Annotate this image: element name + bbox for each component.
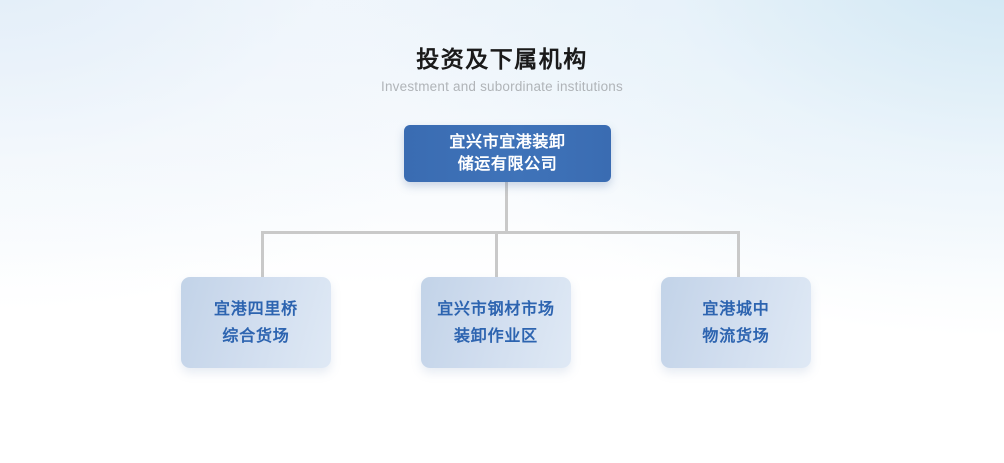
org-node-root[interactable]: 宜兴市宜港装卸 储运有限公司 bbox=[404, 125, 611, 182]
org-node-child-1-line-1: 宜兴市钢材市场 bbox=[437, 300, 555, 318]
org-node-child-0-line-1: 宜港四里桥 bbox=[213, 300, 298, 318]
org-node-child-2[interactable]: 宜港城中 物流货场 bbox=[661, 277, 811, 368]
org-node-child-1[interactable]: 宜兴市钢材市场 装卸作业区 bbox=[421, 277, 571, 368]
org-node-child-0-line-2: 综合货场 bbox=[222, 327, 290, 345]
org-node-root-line-2: 储运有限公司 bbox=[457, 155, 558, 173]
org-node-child-1-line-2: 装卸作业区 bbox=[453, 327, 538, 345]
connector-horizontal-bus bbox=[261, 231, 740, 234]
connector-drop-child-0 bbox=[261, 231, 264, 278]
page-heading: 投资及下属机构 Investment and subordinate insti… bbox=[0, 44, 1004, 96]
org-node-child-0[interactable]: 宜港四里桥 综合货场 bbox=[181, 277, 331, 368]
org-node-child-2-line-2: 物流货场 bbox=[702, 327, 770, 345]
connector-drop-child-1 bbox=[495, 231, 498, 278]
connector-drop-child-2 bbox=[737, 231, 740, 278]
connector-root-stem bbox=[505, 181, 508, 234]
page-title: 投资及下属机构 bbox=[416, 46, 588, 72]
org-node-root-line-1: 宜兴市宜港装卸 bbox=[449, 133, 566, 151]
org-node-child-2-line-1: 宜港城中 bbox=[702, 300, 770, 318]
page-subtitle: Investment and subordinate institutions bbox=[381, 79, 623, 94]
